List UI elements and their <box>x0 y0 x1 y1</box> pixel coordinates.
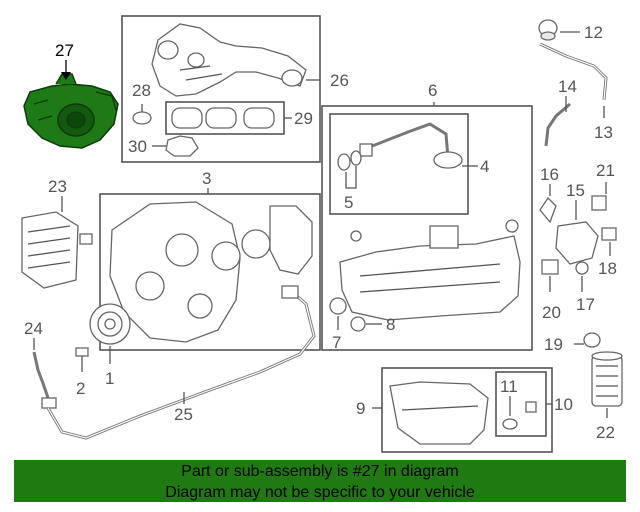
callout-21[interactable]: 21 <box>596 161 615 180</box>
part-4-oil-pickup[interactable] <box>359 122 463 169</box>
part-12-cap[interactable] <box>538 19 558 41</box>
callout-28[interactable]: 28 <box>132 81 151 100</box>
part-19-plug[interactable] <box>583 332 601 348</box>
callout-18[interactable]: 18 <box>598 259 617 278</box>
group-box-6 <box>321 105 533 351</box>
info-banner: Part or sub-assembly is #27 in diagram D… <box>14 460 626 502</box>
callout-30[interactable]: 30 <box>128 137 147 156</box>
part-13-14-dipstick-tube[interactable] <box>539 42 608 147</box>
part-8-plug[interactable] <box>350 316 366 332</box>
callout-1[interactable]: 1 <box>105 369 114 388</box>
part-2-bolt[interactable] <box>75 347 89 372</box>
banner-line-1: Part or sub-assembly is #27 in diagram <box>181 463 459 480</box>
group-box-26 <box>121 15 321 163</box>
callout-23[interactable]: 23 <box>48 177 67 196</box>
callout-6[interactable]: 6 <box>428 81 437 100</box>
part-17-bolt[interactable] <box>575 261 589 275</box>
part-6-oil-pan[interactable] <box>339 219 521 321</box>
callout-4[interactable]: 4 <box>480 157 489 176</box>
part-15-housing[interactable] <box>555 221 599 265</box>
part-10-11-drain-plug[interactable] <box>502 401 537 430</box>
part-30-gasket[interactable] <box>165 135 199 157</box>
callout-17[interactable]: 17 <box>576 295 595 314</box>
callout-9[interactable]: 9 <box>356 399 365 418</box>
part-24-hose[interactable] <box>32 351 57 409</box>
callout-8[interactable]: 8 <box>386 315 395 334</box>
banner-line-2: Diagram may not be specific to your vehi… <box>165 484 475 501</box>
part-1-pulley[interactable] <box>89 303 131 345</box>
callout-2[interactable]: 2 <box>76 379 85 398</box>
callout-22[interactable]: 22 <box>596 423 615 442</box>
part-3-timing-cover[interactable] <box>109 201 313 343</box>
callout-13[interactable]: 13 <box>594 123 613 142</box>
arrow-27 <box>61 72 71 80</box>
part-22-oil-filter[interactable] <box>591 351 623 407</box>
part-9-lower-pan[interactable] <box>389 381 489 445</box>
part-23-oil-cooler[interactable] <box>21 211 93 289</box>
callout-19[interactable]: 19 <box>544 335 563 354</box>
callout-10[interactable]: 10 <box>554 395 573 414</box>
callout-11[interactable]: 11 <box>500 377 518 396</box>
callout-20[interactable]: 20 <box>542 303 561 322</box>
callout-25[interactable]: 25 <box>174 405 193 424</box>
callout-7[interactable]: 7 <box>332 333 341 352</box>
part-26-manifold[interactable] <box>151 23 307 97</box>
part-18-sensor[interactable] <box>601 227 617 241</box>
part-25-harness[interactable] <box>46 285 316 440</box>
group-box-4 <box>329 113 469 215</box>
part-5-seals[interactable] <box>337 150 362 171</box>
parts-diagram: 27 26 29 28 30 3 6 <box>21 15 623 453</box>
callout-26[interactable]: 26 <box>330 71 349 90</box>
part-27-housing[interactable] <box>23 73 119 149</box>
part-29-gaskets[interactable] <box>171 107 275 129</box>
callout-27[interactable]: 27 <box>55 41 74 60</box>
group-box-3 <box>99 193 321 351</box>
callout-14[interactable]: 14 <box>558 77 577 96</box>
part-7-plug[interactable] <box>329 297 347 315</box>
leader-5 <box>345 166 357 189</box>
callout-29[interactable]: 29 <box>294 109 313 128</box>
callout-3[interactable]: 3 <box>202 169 211 188</box>
part-28-oring[interactable] <box>132 111 152 125</box>
group-box-9 <box>381 367 553 453</box>
callout-12[interactable]: 12 <box>584 23 603 42</box>
callout-16[interactable]: 16 <box>540 165 559 184</box>
part-21-sensor[interactable] <box>591 195 607 211</box>
part-16-bracket[interactable] <box>539 196 557 224</box>
part-20-sensor[interactable] <box>541 259 559 275</box>
callout-24[interactable]: 24 <box>24 319 43 338</box>
callout-5[interactable]: 5 <box>344 193 353 212</box>
callout-15[interactable]: 15 <box>566 181 585 200</box>
